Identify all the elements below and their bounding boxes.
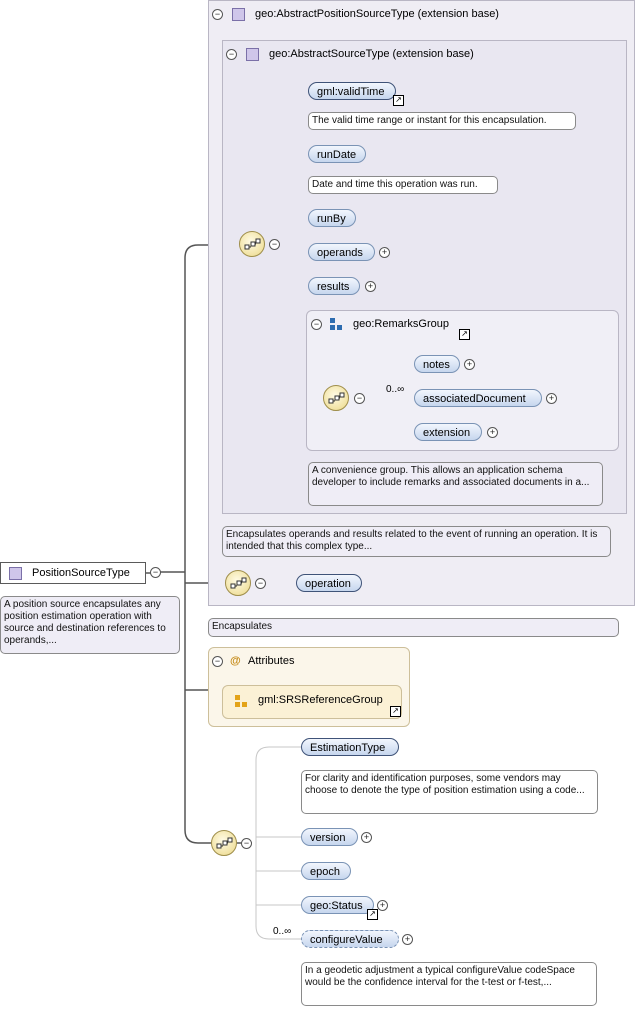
estimation-type-node[interactable]: EstimationType xyxy=(301,738,399,756)
remarks-cardinality: 0..∞ xyxy=(386,384,405,395)
associated-document-node[interactable]: associatedDocument xyxy=(414,389,542,407)
extension-node[interactable]: extension xyxy=(414,423,482,441)
configure-value-node[interactable]: configureValue xyxy=(301,930,399,948)
status-node[interactable]: geo:Status xyxy=(301,896,374,914)
collapse-attributes-button[interactable]: − xyxy=(212,656,223,667)
run-date-doc: Date and time this operation was run. xyxy=(308,176,498,194)
abstract-position-doc: Encapsulates xyxy=(208,618,619,637)
attribute-icon: @ xyxy=(230,655,241,667)
sequence-compositor-icon[interactable] xyxy=(225,570,251,596)
expand-operands-button[interactable]: + xyxy=(379,247,390,258)
abstract-source-title: geo:AbstractSourceType (extension base) xyxy=(269,48,474,60)
collapse-abstract-position-button[interactable]: − xyxy=(212,9,223,20)
sequence-compositor-icon[interactable] xyxy=(323,385,349,411)
collapse-operation-sequence-button[interactable]: − xyxy=(255,578,266,589)
attribute-group-icon xyxy=(235,695,247,707)
expand-status-button[interactable]: + xyxy=(377,900,388,911)
complex-type-icon xyxy=(246,48,259,61)
version-node[interactable]: version xyxy=(301,828,358,846)
run-date-node[interactable]: runDate xyxy=(308,145,366,163)
complex-type-icon xyxy=(9,567,22,580)
reference-arrow-icon[interactable]: ↗ xyxy=(390,706,401,717)
position-source-type-label: PositionSourceType xyxy=(32,567,130,579)
expand-extension-button[interactable]: + xyxy=(487,427,498,438)
collapse-remarks-button[interactable]: − xyxy=(311,319,322,330)
collapse-remarks-sequence-button[interactable]: − xyxy=(354,393,365,404)
srs-reference-group-label[interactable]: gml:SRSReferenceGroup xyxy=(258,694,383,706)
collapse-root-button[interactable]: − xyxy=(150,567,161,578)
abstract-source-doc: Encapsulates operands and results relate… xyxy=(222,526,611,557)
notes-node[interactable]: notes xyxy=(414,355,460,373)
run-by-node[interactable]: runBy xyxy=(308,209,356,227)
expand-associated-document-button[interactable]: + xyxy=(546,393,557,404)
group-icon xyxy=(330,318,342,330)
valid-time-doc: The valid time range or instant for this… xyxy=(308,112,576,130)
reference-arrow-icon[interactable]: ↗ xyxy=(459,329,470,340)
configure-value-doc: In a geodetic adjustment a typical confi… xyxy=(301,962,597,1006)
abstract-position-title: geo:AbstractPositionSourceType (extensio… xyxy=(255,8,499,20)
remarks-group-doc: A convenience group. This allows an appl… xyxy=(308,462,603,506)
expand-notes-button[interactable]: + xyxy=(464,359,475,370)
collapse-own-sequence-button[interactable]: − xyxy=(241,838,252,849)
collapse-sequence-button[interactable]: − xyxy=(269,239,280,250)
position-source-type-node[interactable]: PositionSourceType xyxy=(0,562,146,584)
reference-arrow-icon[interactable]: ↗ xyxy=(367,909,378,920)
collapse-abstract-source-button[interactable]: − xyxy=(226,49,237,60)
remarks-group-title: geo:RemarksGroup xyxy=(353,318,449,330)
attributes-title: Attributes xyxy=(248,655,295,667)
valid-time-node[interactable]: gml:validTime xyxy=(308,82,396,100)
estimation-type-doc: For clarity and identification purposes,… xyxy=(301,770,598,814)
epoch-node[interactable]: epoch xyxy=(301,862,351,880)
configure-value-cardinality: 0..∞ xyxy=(273,926,292,937)
operands-node[interactable]: operands xyxy=(308,243,375,261)
srs-reference-group-frame xyxy=(222,685,402,719)
operation-node[interactable]: operation xyxy=(296,574,362,592)
position-source-type-doc: A position source encapsulates any posit… xyxy=(0,596,180,654)
reference-arrow-icon[interactable]: ↗ xyxy=(393,95,404,106)
results-node[interactable]: results xyxy=(308,277,360,295)
expand-configure-value-button[interactable]: + xyxy=(402,934,413,945)
expand-version-button[interactable]: + xyxy=(361,832,372,843)
complex-type-icon xyxy=(232,8,245,21)
sequence-compositor-icon[interactable] xyxy=(211,830,237,856)
sequence-compositor-icon[interactable] xyxy=(239,231,265,257)
expand-results-button[interactable]: + xyxy=(365,281,376,292)
